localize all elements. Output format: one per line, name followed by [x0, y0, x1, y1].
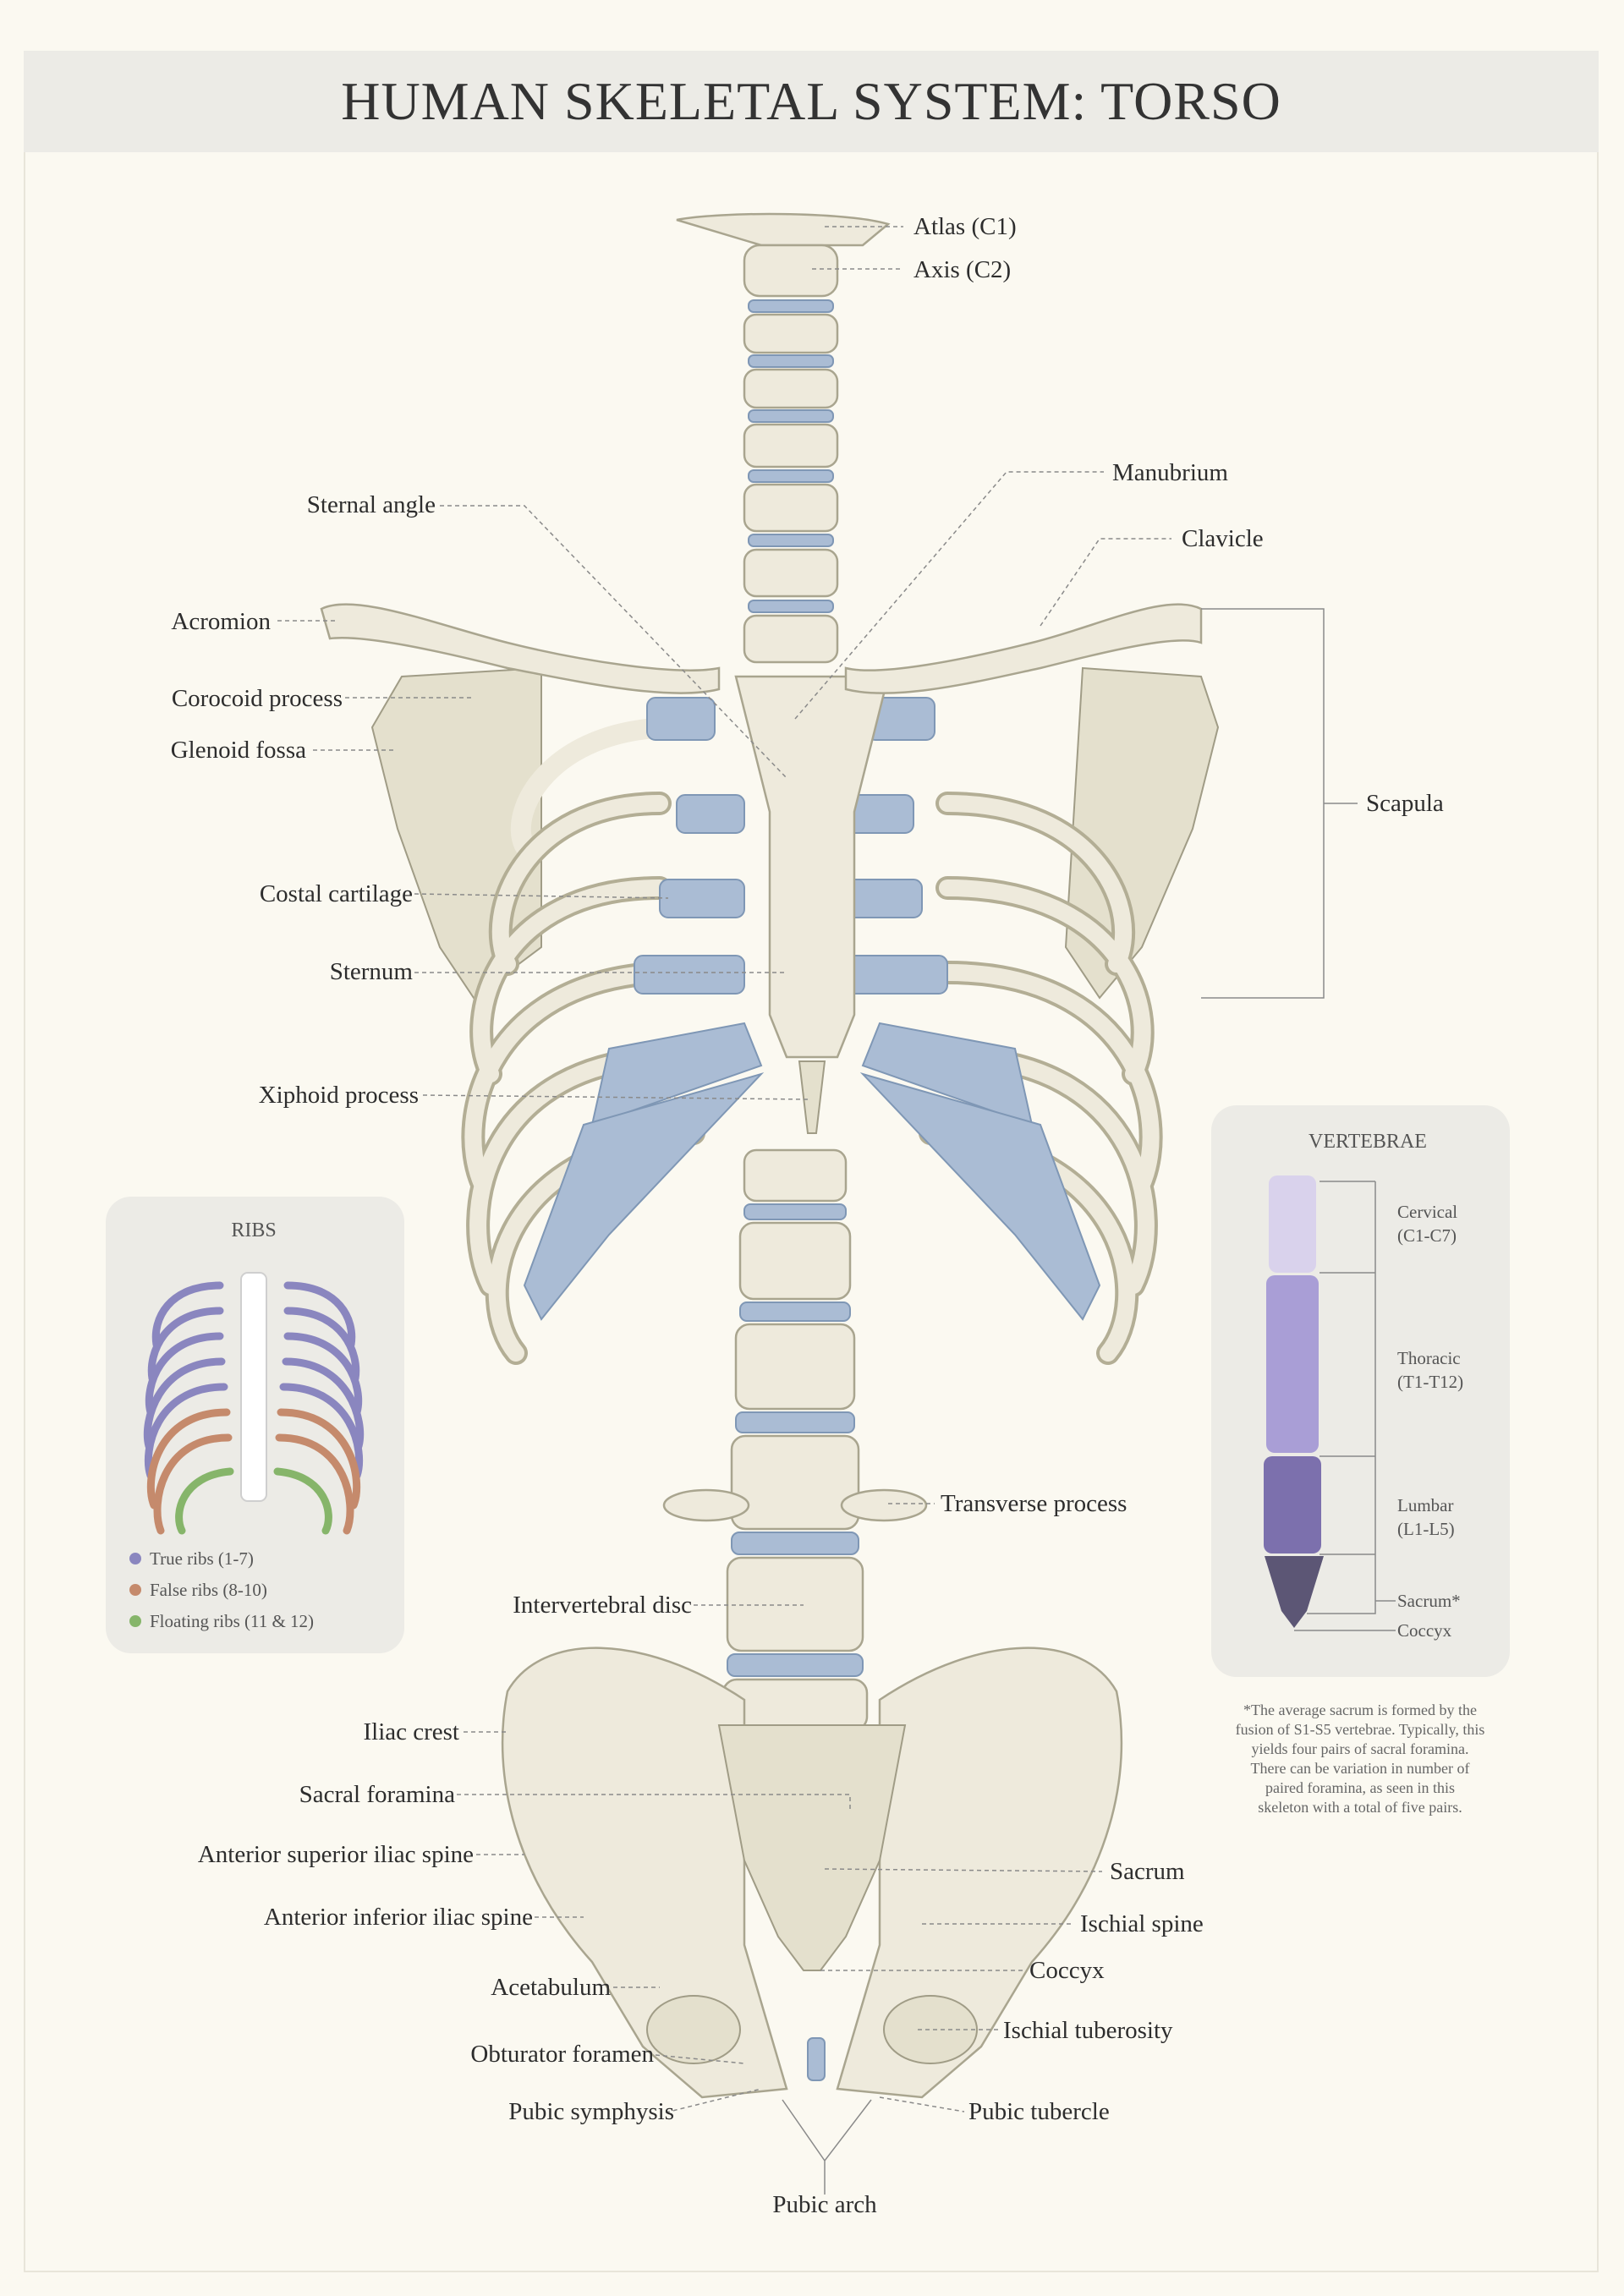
label-manubrium: Manubrium — [1112, 459, 1228, 486]
label-glenoid-fossa: Glenoid fossa — [171, 737, 306, 764]
label-pubic-tubercle: Pubic tubercle — [968, 2098, 1110, 2125]
vert-sacrum: Sacrum* — [1397, 1591, 1461, 1611]
sacrum-footnote: *The average sacrum is formed by the fus… — [1236, 1701, 1485, 1816]
vertebrae-inset-panel — [1211, 1105, 1510, 1677]
label-obturator-foramen: Obturator foramen — [470, 2041, 654, 2068]
sternum-shape — [736, 677, 888, 1057]
vertebrae-inset-title: VERTEBRAE — [1309, 1131, 1427, 1153]
label-acromion: Acromion — [171, 608, 271, 635]
legend-false-ribs: False ribs (8-10) — [150, 1580, 267, 1600]
label-atlas: Atlas (C1) — [914, 213, 1017, 240]
skeleton-illustration — [321, 214, 1218, 2097]
ribs-inset-title: RIBS — [231, 1219, 276, 1241]
footnote-line-1: *The average sacrum is formed by the — [1243, 1701, 1477, 1718]
label-ischial-spine: Ischial spine — [1080, 1910, 1204, 1937]
legend-floating-ribs: Floating ribs (11 & 12) — [150, 1611, 314, 1631]
label-acetabulum: Acetabulum — [491, 1974, 611, 2001]
label-pubic-arch: Pubic arch — [772, 2191, 877, 2218]
label-costal-cartilage: Costal cartilage — [260, 880, 413, 907]
label-axis: Axis (C2) — [914, 256, 1011, 283]
vert-lumbar-name: Lumbar — [1397, 1495, 1453, 1515]
scapula-right — [1066, 668, 1218, 998]
legend-dot-false-ribs — [129, 1584, 141, 1596]
footnote-line-5: paired foramina, as seen in this — [1265, 1779, 1455, 1796]
vert-cervical-name: Cervical — [1397, 1202, 1457, 1222]
label-intervertebral-disc: Intervertebral disc — [513, 1592, 692, 1619]
legend-dot-true-ribs — [129, 1553, 141, 1564]
xiphoid-shape — [799, 1061, 825, 1133]
label-sacrum: Sacrum — [1110, 1858, 1185, 1885]
legend-true-ribs: True ribs (1-7) — [150, 1548, 254, 1569]
vert-thoracic-name: Thoracic — [1397, 1348, 1461, 1368]
vertebrae-inset: VERTEBRAE Cervical (C1-C7) Thoracic (T1-… — [1211, 1105, 1510, 1677]
footnote-line-3: yields four pairs of sacral foramina. — [1252, 1740, 1469, 1757]
footnote-line-2: fusion of S1-S5 vertebrae. Typically, th… — [1236, 1721, 1485, 1738]
label-anterior-inferior-iliac-spine: Anterior inferior iliac spine — [264, 1904, 533, 1931]
label-clavicle: Clavicle — [1182, 525, 1264, 552]
label-iliac-crest: Iliac crest — [363, 1718, 459, 1745]
label-xiphoid-process: Xiphoid process — [259, 1082, 419, 1109]
label-corocoid-process: Corocoid process — [172, 685, 343, 712]
label-anterior-superior-iliac-spine: Anterior superior iliac spine — [198, 1841, 474, 1868]
ribs-inset: RIBS True ribs (1-7) False ribs (8-10) — [106, 1197, 404, 1653]
label-sacral-foramina: Sacral foramina — [299, 1781, 456, 1808]
vert-coccyx: Coccyx — [1397, 1620, 1452, 1641]
label-sternal-angle: Sternal angle — [307, 491, 436, 518]
vertebral-column-mini — [1264, 1175, 1324, 1628]
label-pubic-symphysis: Pubic symphysis — [508, 2098, 674, 2125]
footnote-line-4: There can be variation in number of — [1251, 1760, 1470, 1777]
vert-lumbar-range: (L1-L5) — [1397, 1519, 1455, 1539]
footnote-line-6: skeleton with a total of five pairs. — [1258, 1799, 1462, 1816]
ribs-mini-sternum — [241, 1273, 266, 1501]
label-coccyx: Coccyx — [1029, 1957, 1105, 1984]
label-ischial-tuberosity: Ischial tuberosity — [1003, 2017, 1173, 2044]
label-sternum: Sternum — [330, 958, 414, 985]
legend-dot-floating-ribs — [129, 1615, 141, 1627]
label-transverse-process: Transverse process — [941, 1490, 1127, 1517]
vert-thoracic-range: (T1-T12) — [1397, 1372, 1463, 1392]
label-scapula: Scapula — [1366, 790, 1444, 817]
vert-cervical-range: (C1-C7) — [1397, 1225, 1457, 1246]
